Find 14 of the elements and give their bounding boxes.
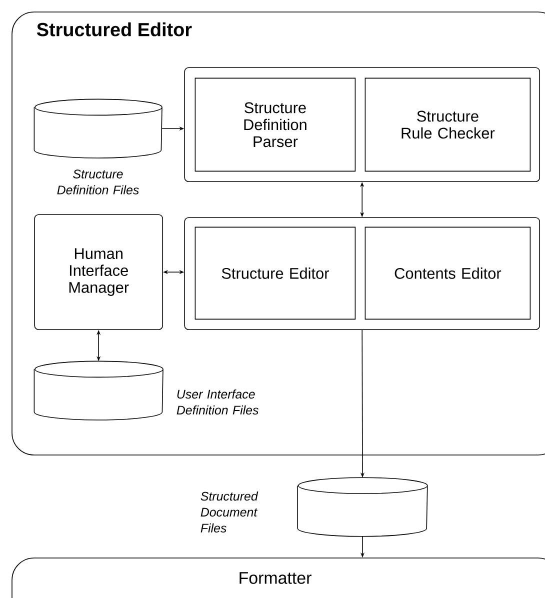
process-box: Contents Editor [364,226,531,320]
process-box: Structure Definition Parser [194,78,356,172]
file-label: User Interface Definition Files [176,389,258,415]
database-cylinder [297,477,428,537]
process-box: Structure Rule Checker [364,78,531,172]
file-label: Structured Document Files [200,491,258,533]
group-box [184,67,540,182]
database-cylinder [34,98,162,158]
formatter-band: Formatter [12,558,545,598]
file-label: Structure Definition Files [57,170,139,194]
group-box [184,217,540,330]
database-cylinder [34,360,164,420]
process-box: Structure Editor [194,226,356,320]
process-box: Human Interface Manager [34,214,163,330]
